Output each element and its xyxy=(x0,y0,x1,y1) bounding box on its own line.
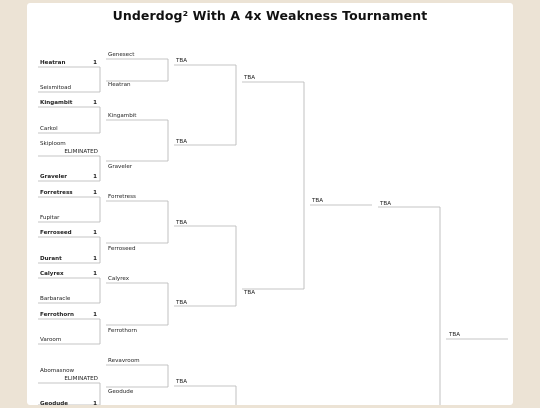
entrant-ferroseed: Ferroseed xyxy=(40,230,72,236)
entrant-durant: Durant xyxy=(40,256,62,262)
entrant-heatran: Heatran xyxy=(40,60,66,66)
entrant-geodude: Geodude xyxy=(40,401,69,407)
round5-slot-1: TBA xyxy=(312,198,324,204)
score-graveler: 1 xyxy=(93,174,97,180)
entrant-abomasnow: Abomasnow xyxy=(40,368,75,374)
round3-slot-1: TBA xyxy=(176,58,188,64)
entrant-skiploom: Skiploom xyxy=(40,141,66,147)
score-heatran: 1 xyxy=(93,60,97,66)
round3-slot-3: TBA xyxy=(176,220,188,226)
entrant-fupitar: Fupitar xyxy=(40,215,60,221)
entrant-seismitoad: Seismitoad xyxy=(40,85,72,91)
round2-slot-7: Calyrex xyxy=(108,276,130,282)
round2-slot-2: Heatran xyxy=(108,82,131,88)
entrant-forretress: Forretress xyxy=(40,190,73,196)
round3-slot-4: TBA xyxy=(176,300,188,306)
bracket-panel xyxy=(27,3,513,405)
entrant-barbaracle: Barbaracle xyxy=(40,296,71,302)
entrant-carkol: Carkol xyxy=(40,126,58,132)
score-ferrothorn: 1 xyxy=(93,312,97,318)
entrant-ferrothorn: Ferrothorn xyxy=(40,312,74,318)
round2-slot-1: Genesect xyxy=(108,52,135,58)
round3-slot-2: TBA xyxy=(176,139,188,145)
score-ferroseed: 1 xyxy=(93,230,97,236)
entrant-kingambit: Kingambit xyxy=(40,100,73,106)
score-durant: 1 xyxy=(93,256,97,262)
round2-slot-9: Revavroom xyxy=(108,358,140,364)
score-kingambit: 1 xyxy=(93,100,97,106)
page-title: Underdog² With A 4x Weakness Tournament xyxy=(112,8,428,23)
round2-slot-4: Graveler xyxy=(108,164,133,170)
score-geodude: 1 xyxy=(93,401,97,407)
round6-slot-1: TBA xyxy=(380,201,392,207)
round2-slot-10: Geodude xyxy=(108,389,134,395)
round2-slot-3: Kingambit xyxy=(108,113,137,119)
entrant-graveler: Graveler xyxy=(40,174,68,180)
round2-slot-5: Forretress xyxy=(108,194,136,200)
round3-slot-5: TBA xyxy=(176,379,188,385)
entrant-varoom: Varoom xyxy=(40,337,62,343)
final-slot-1: TBA xyxy=(449,332,461,338)
entrant-calyrex: Calyrex xyxy=(40,271,64,277)
round4-slot-2: TBA xyxy=(244,290,256,296)
round2-slot-8: Ferrothorn xyxy=(108,328,138,334)
eliminated-label-abomasnow: ELIMINATED xyxy=(64,376,98,382)
round2-slot-6: Ferroseed xyxy=(108,246,136,252)
eliminated-label-skiploom: ELIMINATED xyxy=(64,149,98,155)
round4-slot-1: TBA xyxy=(244,75,256,81)
score-calyrex: 1 xyxy=(93,271,97,277)
score-forretress: 1 xyxy=(93,190,97,196)
